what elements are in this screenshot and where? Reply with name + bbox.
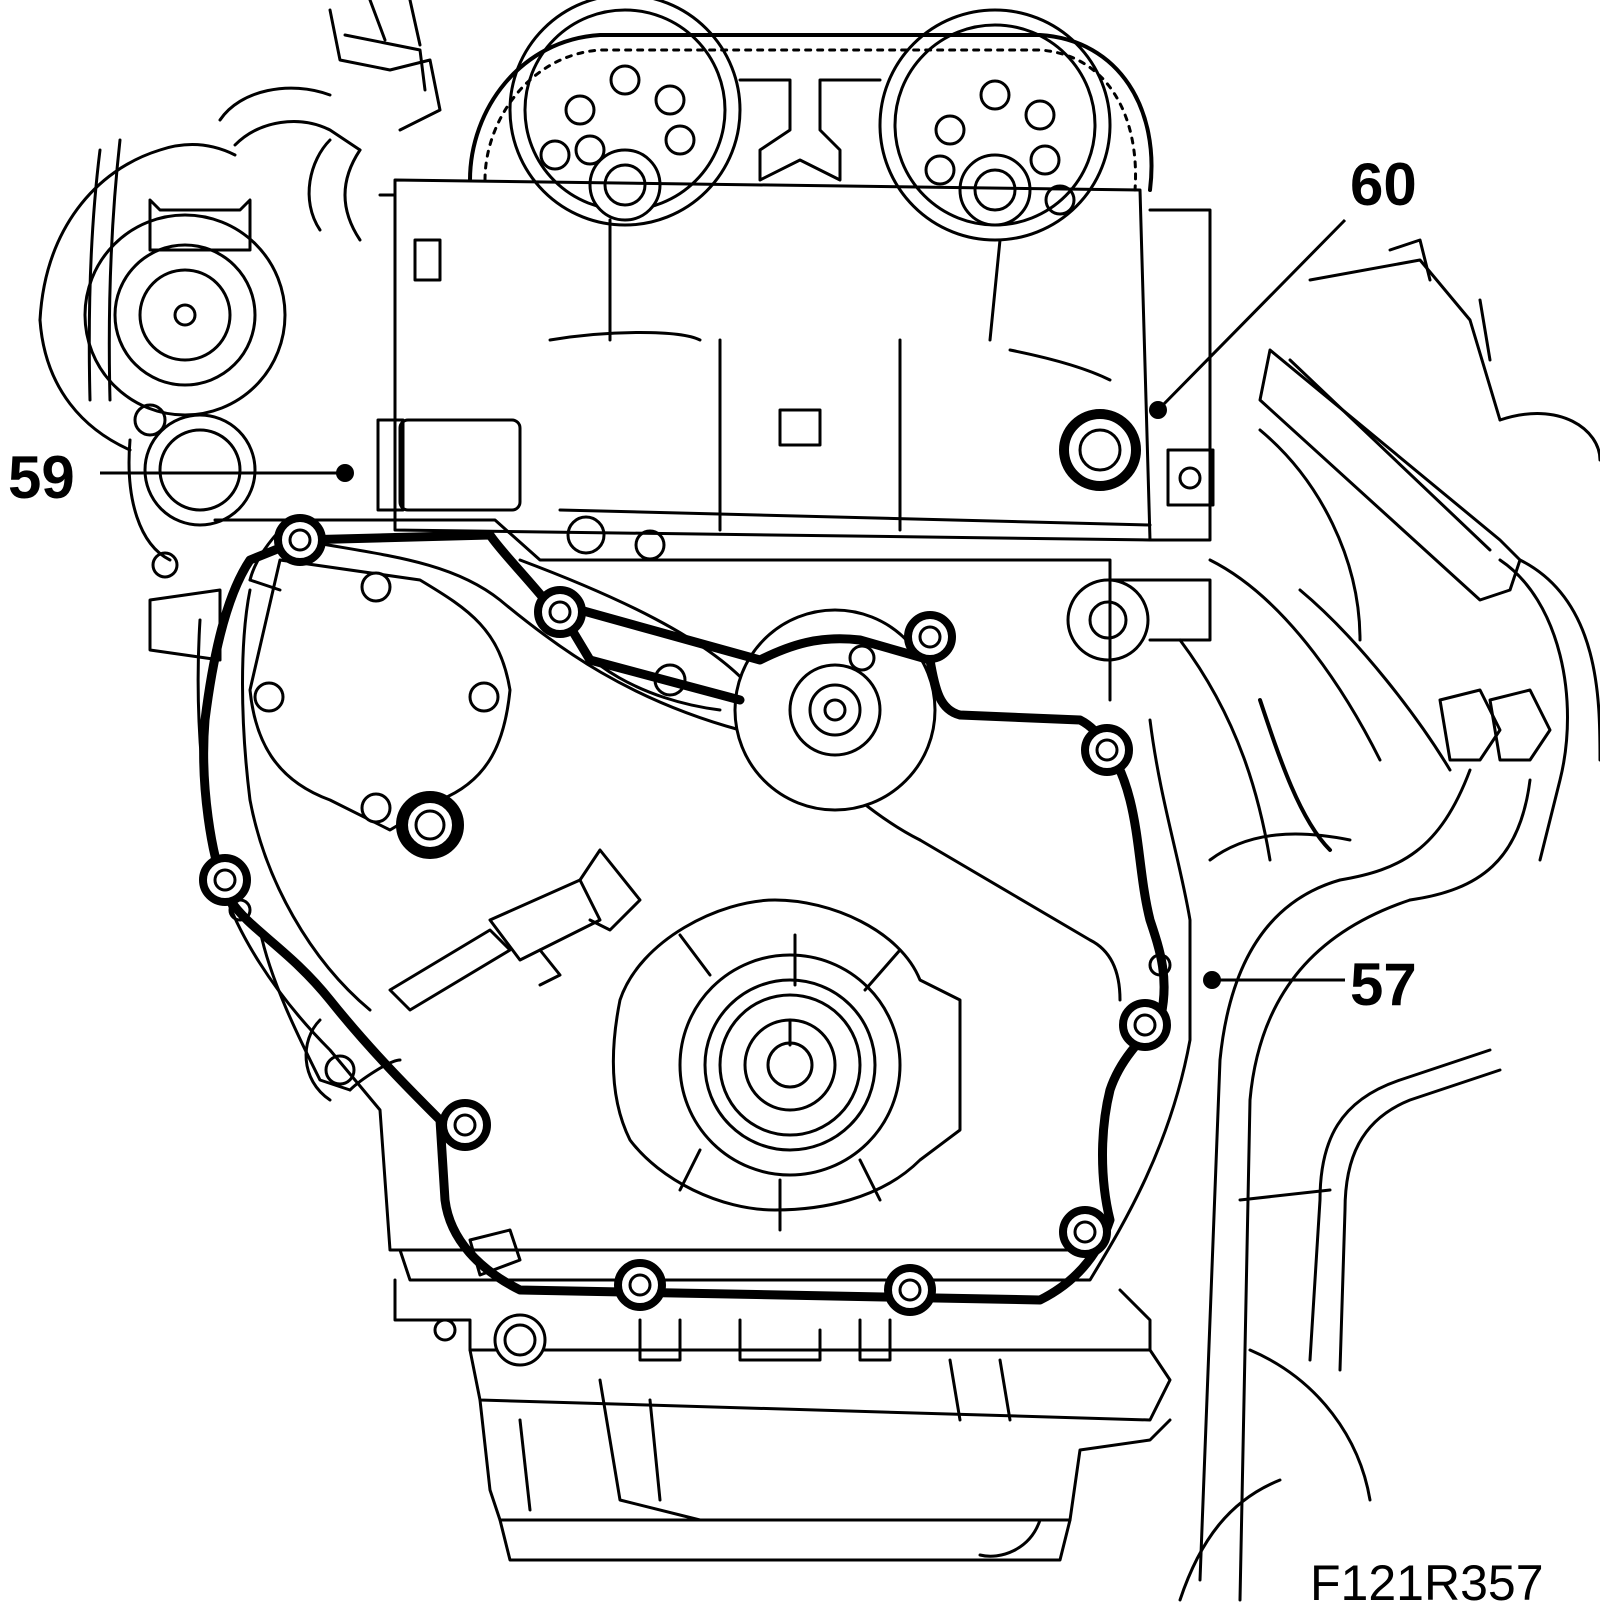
callout-label-60: 60 [1350, 151, 1417, 218]
callout-label-59: 59 [8, 444, 75, 511]
callout-60: 60 [1149, 151, 1417, 419]
callout-57: 57 [1203, 951, 1417, 1018]
leader-dot-60 [1149, 401, 1167, 419]
leader-dot-59 [336, 464, 354, 482]
figure-reference-code: F121R357 [1310, 1555, 1544, 1611]
camshaft-area [376, 0, 1215, 662]
oil-pan [393, 1278, 1172, 1562]
callout-label-57: 57 [1350, 951, 1417, 1018]
right-side-components [1178, 238, 1600, 1602]
timing-cover [196, 518, 1192, 1282]
upper-left-accessories [38, 0, 442, 662]
leader-dot-57 [1203, 971, 1221, 989]
cover-bolts [199, 514, 1171, 1316]
callout-59: 59 [8, 444, 354, 511]
leader-line-60 [1156, 218, 1347, 412]
